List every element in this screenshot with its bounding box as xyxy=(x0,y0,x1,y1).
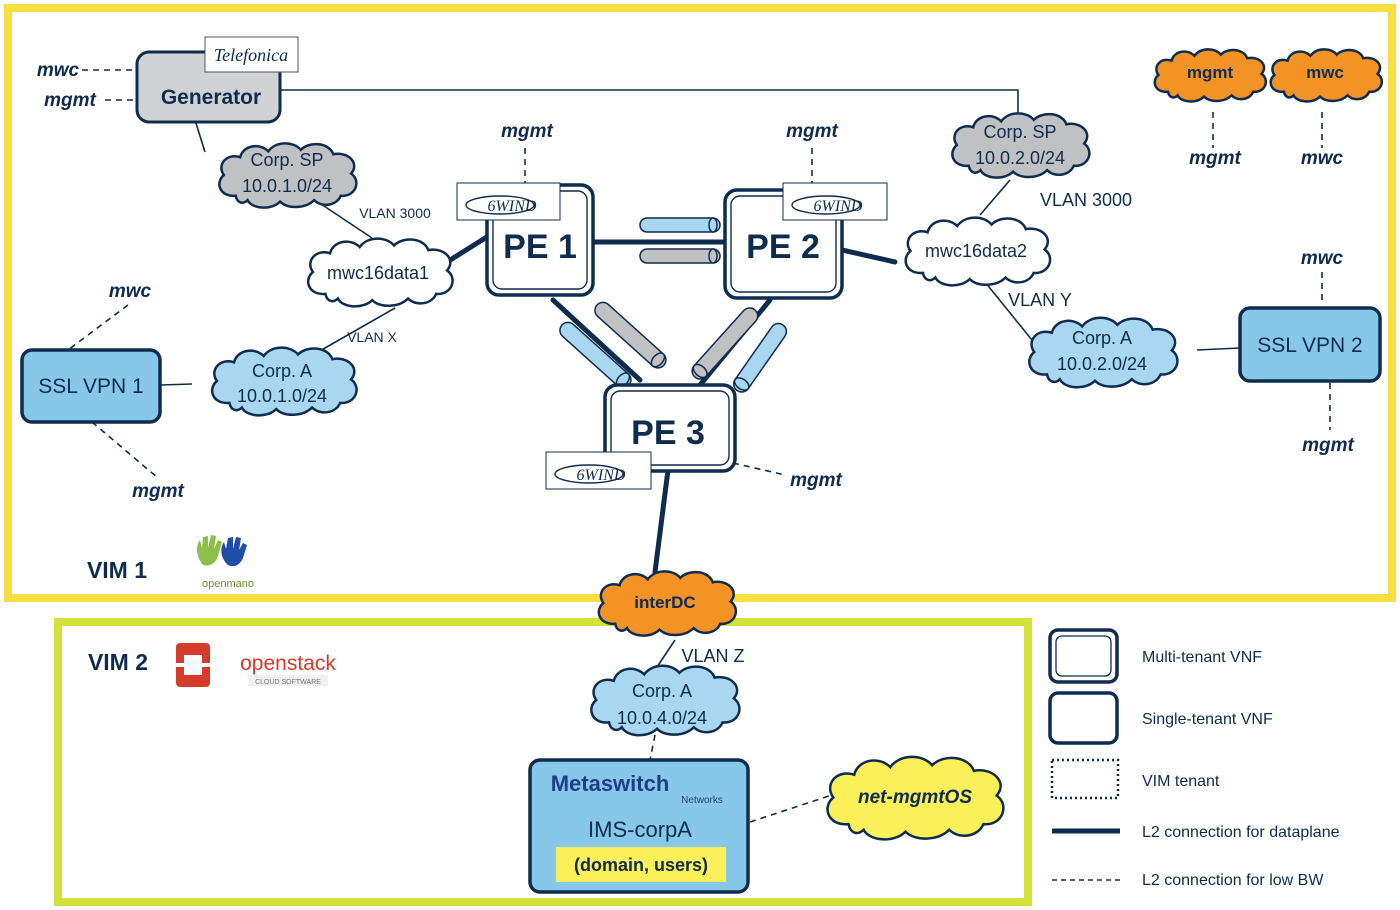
ssl-vpn1-mgmt-label: mgmt xyxy=(132,481,184,502)
lowbw-connections xyxy=(67,69,1331,823)
metaswitch-logo-sub: Networks xyxy=(681,795,723,806)
corp-sp-1-cloud: Corp. SP 10.0.1.0/24 xyxy=(218,142,358,209)
openmano-logo: openmano xyxy=(196,535,254,590)
mgmt-network-label: mgmt xyxy=(1187,63,1234,82)
vim1-label: VIM 1 xyxy=(87,557,147,583)
vlan3000-right: VLAN 3000 xyxy=(1040,190,1132,210)
pe1-6wind-logo: 6WIND xyxy=(488,198,537,215)
ims-name: IMS-corpA xyxy=(588,817,692,842)
corp-a-1-cloud: Corp. A 10.0.1.0/24 xyxy=(210,346,358,417)
pe2-6wind-logo: 6WIND xyxy=(814,198,863,215)
legend-vim-tenant: VIM tenant xyxy=(1050,758,1220,800)
corp-a-1-name: Corp. A xyxy=(252,361,312,381)
corp-sp-2-cloud: Corp. SP 10.0.2.0/24 xyxy=(951,112,1091,179)
legend-multi-tenant-label: Multi-tenant VNF xyxy=(1142,649,1262,666)
net-mgmtos-cloud: net-mgmtOS xyxy=(826,755,1005,841)
pe3-6wind-logo: 6WIND xyxy=(577,467,626,484)
corp-sp-2-name: Corp. SP xyxy=(983,122,1056,142)
ssl-vpn2-label: SSL VPN 2 xyxy=(1257,334,1362,357)
pe3-mgmt-label: mgmt xyxy=(790,470,842,491)
generator-label: Generator xyxy=(161,86,261,109)
pe2-mgmt-label: mgmt xyxy=(786,121,838,142)
corp-sp-2-subnet: 10.0.2.0/24 xyxy=(975,148,1065,168)
corp-a-4-name: Corp. A xyxy=(632,681,692,701)
corp-a-2-subnet: 10.0.2.0/24 xyxy=(1057,354,1147,374)
vim2-frame xyxy=(54,618,1032,906)
mwc-cloud-mwc-label: mwc xyxy=(1301,148,1344,169)
ims-detail: (domain, users) xyxy=(574,855,708,875)
ssl-vpn2-vnf[interactable]: SSL VPN 2 xyxy=(1238,306,1382,383)
telefonica-logo xyxy=(204,36,299,73)
generator-mwc-label: mwc xyxy=(37,60,80,81)
mgmt-network-cloud: mgmt xyxy=(1153,48,1267,103)
telefonica-logo-text: Telefonica xyxy=(214,45,288,65)
corp-a-4-cloud: Corp. A 10.0.4.0/24 xyxy=(590,664,741,737)
legend-dataplane-label: L2 connection for dataplane xyxy=(1142,824,1340,841)
ssl-vpn2-mwc-label: mwc xyxy=(1301,248,1344,269)
vlan-x: VLAN X xyxy=(347,329,397,345)
vlan-y: VLAN Y xyxy=(1008,290,1072,310)
openstack-logo: openstack CLOUD SOFTWARE xyxy=(176,643,336,687)
interdc-cloud: interDC xyxy=(597,570,738,637)
openmano-logo-text: openmano xyxy=(202,578,254,590)
corp-a-1-subnet: 10.0.1.0/24 xyxy=(237,386,327,406)
net-mgmtos-label: net-mgmtOS xyxy=(858,787,972,808)
legend: Multi-tenant VNF Single-tenant VNF VIM t… xyxy=(1048,628,1340,889)
legend-single-tenant: Single-tenant VNF xyxy=(1048,691,1273,745)
legend-multi-tenant: Multi-tenant VNF xyxy=(1048,628,1262,684)
ssl-vpn2-mgmt-label: mgmt xyxy=(1302,435,1354,456)
mwc16data1-label: mwc16data1 xyxy=(327,263,429,283)
ssl-vpn1-label: SSL VPN 1 xyxy=(38,375,143,398)
ssl-vpn1-mwc-label: mwc xyxy=(109,281,152,302)
pe1-label: PE 1 xyxy=(503,228,577,266)
mwc16data1-cloud: mwc16data1 xyxy=(306,237,454,308)
pe2-label: PE 2 xyxy=(746,228,820,266)
legend-vim-tenant-label: VIM tenant xyxy=(1142,773,1220,790)
mgmt-cloud-mgmt-label: mgmt xyxy=(1189,148,1241,169)
metaswitch-logo: Metaswitch xyxy=(551,771,670,796)
mwc-network-cloud: mwc xyxy=(1269,48,1383,103)
openstack-logo-text: openstack xyxy=(240,652,336,675)
vlan3000-left: VLAN 3000 xyxy=(359,205,431,221)
mwc16data2-label: mwc16data2 xyxy=(925,241,1027,261)
legend-lowbw: L2 connection for low BW xyxy=(1052,872,1324,889)
mwc16data2-cloud: mwc16data2 xyxy=(904,216,1052,287)
solid-thin-connections xyxy=(159,89,1241,671)
ssl-vpn1-vnf[interactable]: SSL VPN 1 xyxy=(20,348,162,424)
legend-dataplane: L2 connection for dataplane xyxy=(1052,824,1340,841)
corp-sp-1-subnet: 10.0.1.0/24 xyxy=(242,176,332,196)
pe2-vnf[interactable]: PE 2 6WIND xyxy=(723,182,888,300)
vlan-z: VLAN Z xyxy=(681,646,744,666)
pe3-label: PE 3 xyxy=(631,414,705,452)
vim2-label: VIM 2 xyxy=(88,649,148,675)
openstack-logo-sub: CLOUD SOFTWARE xyxy=(255,679,321,686)
legend-lowbw-label: L2 connection for low BW xyxy=(1142,872,1324,889)
pe1-mgmt-label: mgmt xyxy=(501,121,553,142)
generator-vnf[interactable]: Generator Telefonica xyxy=(135,36,299,124)
corp-sp-1-name: Corp. SP xyxy=(250,150,323,170)
interdc-label: interDC xyxy=(634,593,695,612)
corp-a-4-subnet: 10.0.4.0/24 xyxy=(617,708,707,728)
corp-a-2-cloud: Corp. A 10.0.2.0/24 xyxy=(1028,316,1179,389)
mwc-network-label: mwc xyxy=(1306,63,1344,82)
generator-mgmt-label: mgmt xyxy=(44,90,96,111)
ims-corpa-vnf[interactable]: Metaswitch Networks IMS-corpA (domain, u… xyxy=(528,758,750,894)
pe1-vnf[interactable]: PE 1 6WIND xyxy=(456,182,595,297)
legend-single-tenant-label: Single-tenant VNF xyxy=(1142,711,1273,728)
pe3-vnf[interactable]: PE 3 6WIND xyxy=(545,383,737,490)
corp-a-2-name: Corp. A xyxy=(1072,328,1132,348)
